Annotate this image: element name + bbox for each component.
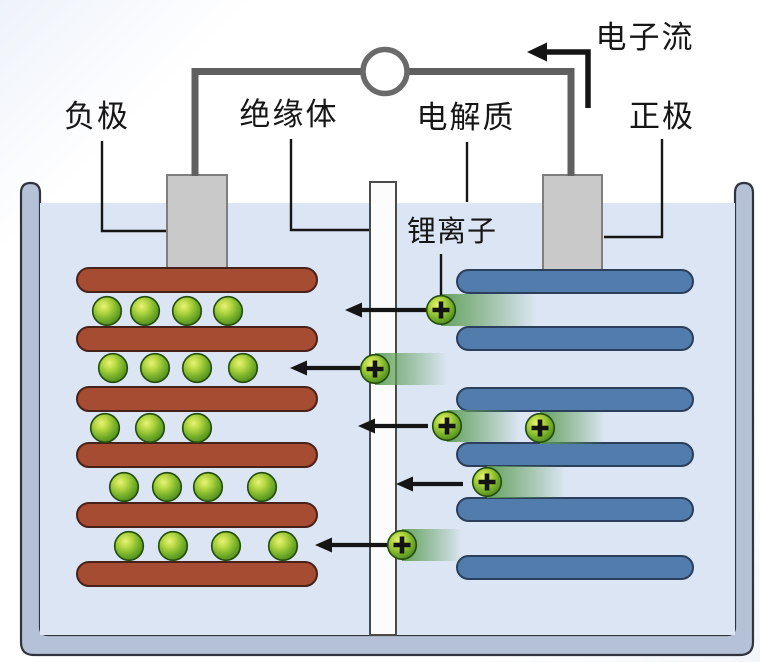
anode-plate [76,561,318,587]
migration-arrowhead-icon [315,537,332,553]
plus-sign-icon [432,301,450,319]
lithium-ion-ball [129,295,161,327]
migration-arrowhead-icon [358,418,375,434]
anode-plate [76,502,318,528]
anode-plate [76,442,318,468]
migration-arrowhead-icon [396,476,413,492]
moving-lithium-ions [359,294,556,561]
lithium-ion-ball [108,471,140,503]
plus-sign-icon [393,536,411,554]
battery-case [19,181,755,657]
electron-flow-arrowhead-icon [527,42,547,62]
lithium-ion-ball [151,471,183,503]
lithium-ion-ball [192,471,224,503]
ion-motion-trail [441,294,536,326]
lithium-ion-label: 锂离子 [407,214,497,248]
plus-sign-icon [531,419,549,437]
cathode-plate [456,269,694,294]
migration-arrowhead-icon [290,360,307,376]
lithium-ion-ball [113,530,145,562]
anode-plate [76,267,318,293]
lithium-ion-ball [212,295,244,327]
cathode-plate [456,326,694,351]
lithium-ion-ball [91,295,123,327]
electrolyte-label: 电解质 [417,100,516,136]
plus-sign-icon [366,360,384,378]
plus-sign-icon [438,417,456,435]
ion-migration-arrows [290,302,463,553]
cathode-plate [456,387,694,412]
lithium-ion-ball [171,295,203,327]
circuit-meter-icon [360,46,410,97]
lithium-ion-ball [210,530,242,562]
insulator-leader [289,139,369,232]
negative-terminal [166,174,228,271]
anode-plate [76,386,318,412]
lithium-ion-ball [89,412,121,444]
cathode-plate [456,497,694,522]
anode-plate [76,326,318,352]
electron-flow-arrow [545,49,591,108]
cathode-plate [456,555,694,580]
lithium-ion-ball [134,412,166,444]
lithium-ion-ball [139,352,171,384]
separator-membrane [369,181,397,636]
insulator-label: 绝缘体 [240,97,339,133]
negative-electrode-label: 负极 [64,99,130,135]
electron-flow-label: 电子流 [596,20,695,56]
positive-electrode-label: 正极 [629,99,695,135]
lithium-ion-ball [97,352,129,384]
lithium-ion-ball [267,530,299,562]
lithium-ion-ball [181,352,213,384]
plus-sign-icon [478,473,496,491]
negative-electrode-leader [100,141,166,233]
migration-arrowhead-icon [345,302,362,318]
cathode-plate [456,442,694,467]
positive-terminal [542,174,603,273]
lithium-ion-ball [246,471,278,503]
lithium-ion-ball [181,412,213,444]
lithium-ion-ball [157,530,189,562]
cathode-plate-stack [456,269,694,580]
lithium-ion-ball [227,352,259,384]
anode-plate-stack [76,267,318,587]
positive-electrode-leader [604,139,664,239]
intercalated-lithium-ions [89,295,299,562]
